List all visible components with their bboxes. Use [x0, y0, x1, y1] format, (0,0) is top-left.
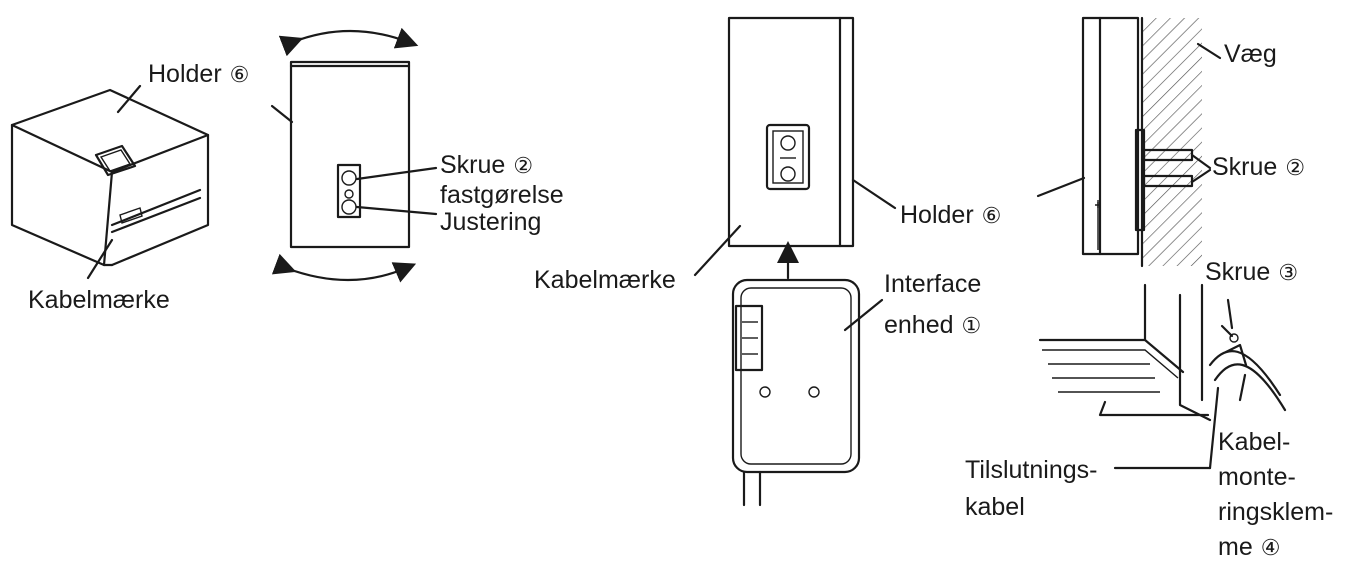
holder-assembly: [727, 16, 855, 280]
leader-tilslutning-2: [1208, 386, 1220, 470]
label-kabel-mon-3: ringsklem-: [1218, 498, 1334, 526]
leader-skrue-top: [355, 166, 438, 181]
holder-front-view: [271, 27, 419, 283]
label-kabel: kabel: [965, 493, 1025, 521]
interface-unit: [731, 278, 861, 507]
label-vaeg: Væg: [1224, 40, 1277, 68]
holder-perspective: [10, 88, 210, 267]
wall-side-view: [1081, 16, 1202, 268]
label-tilslutnings: Tilslutnings-: [965, 456, 1098, 484]
cable-clamp-detail: [1038, 283, 1287, 422]
leader-skrue-clamp: [1226, 298, 1234, 330]
leader-kabelmaerke-mid: [693, 224, 742, 277]
leader-interface: [843, 298, 884, 332]
label-kabel-mon-1: Kabel-: [1218, 428, 1291, 456]
leader-skrue-wall-1: [1190, 153, 1212, 170]
label-kabel-mon-2: monte-: [1218, 463, 1296, 491]
leader-justering: [355, 205, 438, 216]
leader-skrue-wall-2: [1190, 168, 1212, 184]
label-kabelmaerke-left: Kabelmærke: [28, 286, 170, 314]
label-justering: Justering: [440, 208, 542, 236]
leader-holder-front: [270, 104, 294, 124]
leader-holder-mid: [851, 178, 897, 210]
leader-vaeg: [1196, 42, 1222, 60]
label-kabelmaerke-mid: Kabelmærke: [534, 266, 676, 294]
leader-holder-left: [116, 84, 142, 114]
label-interface: Interface: [884, 270, 982, 298]
leader-holder-wall: [1036, 176, 1086, 198]
leader-kabelklemme: [1238, 373, 1247, 402]
leader-kabelmaerke-left: [86, 238, 114, 280]
label-fastgorelse: fastgørelse: [440, 181, 564, 209]
